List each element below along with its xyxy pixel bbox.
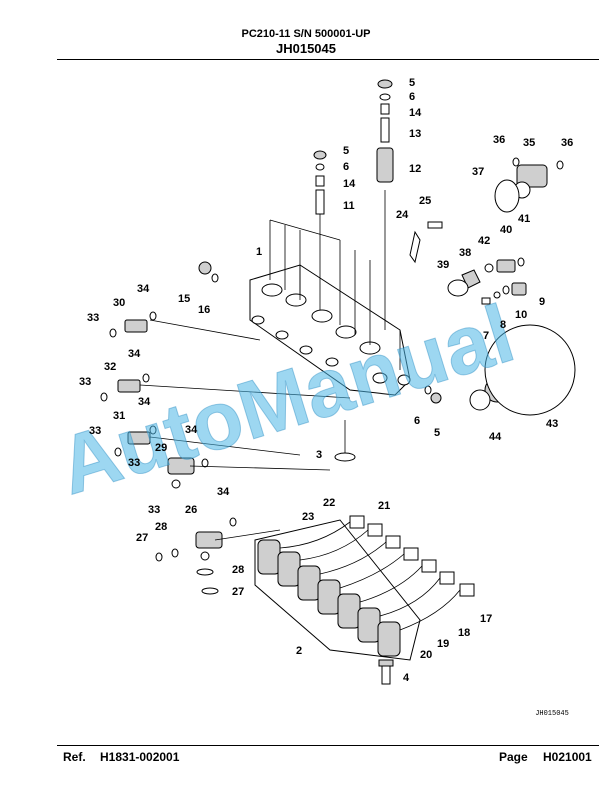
footer-rule: [57, 745, 599, 746]
callout-38: 38: [459, 247, 471, 259]
callout-31: 31: [113, 410, 125, 422]
callout-16: 16: [198, 304, 210, 316]
callout-39: 39: [437, 259, 449, 271]
callout-27: 27: [232, 586, 244, 598]
callout-44: 44: [489, 431, 502, 443]
callout-13: 13: [409, 128, 421, 140]
callout-10: 10: [515, 309, 527, 321]
callout-33: 33: [128, 457, 140, 469]
callout-34: 34: [217, 486, 230, 498]
right-side-parts: [409, 157, 576, 416]
callout-40: 40: [500, 224, 512, 236]
o-ring-3: [334, 452, 356, 462]
top-stack-parts: [313, 79, 394, 215]
header-rule: [57, 59, 599, 60]
callout-11: 11: [343, 200, 355, 212]
left-side-fittings: [100, 261, 351, 595]
callout-28: 28: [232, 564, 244, 576]
figure-code-title: JH015045: [276, 41, 336, 56]
solenoid-block: [254, 515, 475, 685]
callout-36: 36: [493, 134, 505, 146]
callout-20: 20: [420, 649, 432, 661]
callout-6: 6: [414, 415, 420, 427]
callout-30: 30: [113, 297, 125, 309]
callout-3: 3: [316, 449, 322, 461]
callout-33: 33: [79, 376, 91, 388]
callout-14: 14: [409, 107, 422, 119]
page-value: H021001: [543, 750, 592, 764]
model-title: PC210-11 S/N 500001-UP: [241, 28, 371, 40]
callout-43: 43: [546, 418, 558, 430]
callout-41: 41: [518, 213, 530, 225]
callout-36: 36: [561, 137, 573, 149]
callout-7: 7: [483, 330, 489, 342]
callout-33: 33: [89, 425, 101, 437]
callout-1: 1: [256, 246, 262, 258]
callout-18: 18: [458, 627, 470, 639]
callout-5: 5: [409, 77, 415, 89]
valve-body: [249, 190, 411, 396]
callout-2: 2: [296, 645, 302, 657]
ref-value: H1831-002001: [100, 750, 180, 764]
callout-34: 34: [137, 283, 150, 295]
callout-19: 19: [437, 638, 449, 650]
callout-21: 21: [378, 500, 390, 512]
callout-27: 27: [136, 532, 148, 544]
callout-29: 29: [155, 442, 167, 454]
callout-34: 34: [128, 348, 141, 360]
callout-32: 32: [104, 361, 116, 373]
callout-labels: 1 2 3 4 5 5 5 6 6 6 7 8 9 10 11 12 13 14…: [79, 77, 573, 684]
callout-33: 33: [87, 312, 99, 324]
callout-6: 6: [409, 91, 415, 103]
callout-42: 42: [478, 235, 490, 247]
callout-22: 22: [323, 497, 335, 509]
callout-34: 34: [185, 424, 198, 436]
image-code: JH015045: [535, 710, 569, 718]
callout-17: 17: [480, 613, 492, 625]
callout-33: 33: [148, 504, 160, 516]
callout-15: 15: [178, 293, 190, 305]
callout-6: 6: [343, 161, 349, 173]
callout-4: 4: [403, 672, 410, 684]
callout-25: 25: [419, 195, 431, 207]
callout-9: 9: [539, 296, 545, 308]
callout-14: 14: [343, 178, 356, 190]
callout-23: 23: [302, 511, 314, 523]
callout-8: 8: [500, 319, 506, 331]
callout-24: 24: [396, 209, 409, 221]
callout-26: 26: [185, 504, 197, 516]
callout-35: 35: [523, 137, 535, 149]
callout-5: 5: [343, 145, 349, 157]
ref-label: Ref.: [63, 750, 86, 764]
callout-34: 34: [138, 396, 151, 408]
callout-37: 37: [472, 166, 484, 178]
callout-28: 28: [155, 521, 167, 533]
callout-12: 12: [409, 163, 421, 175]
page-label: Page: [499, 750, 528, 764]
callout-5: 5: [434, 427, 440, 439]
